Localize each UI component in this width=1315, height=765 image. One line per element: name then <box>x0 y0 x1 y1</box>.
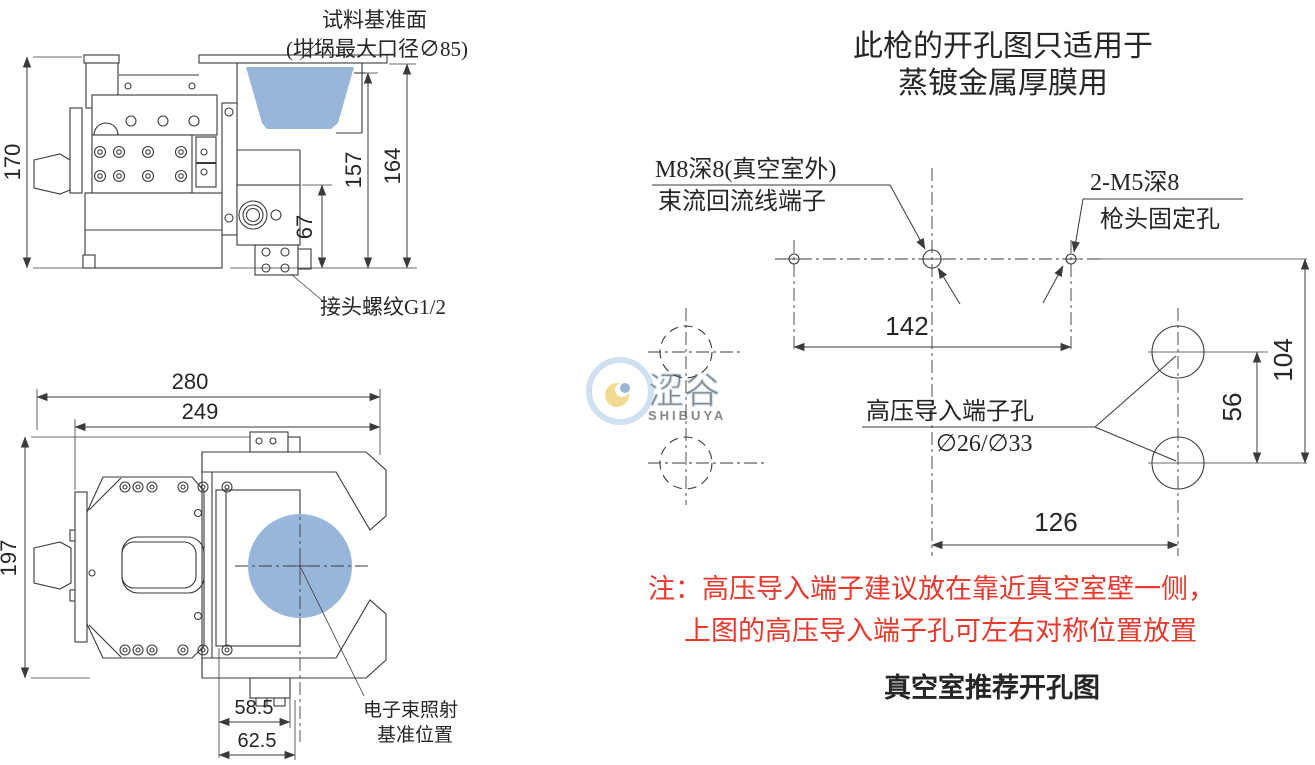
thread-label: 接头螺纹G1/2 <box>320 295 446 319</box>
hv-label-line2: ∅26/∅33 <box>936 431 1032 457</box>
dim-56: 56 <box>1217 393 1247 422</box>
nozzle-cone-top <box>33 541 72 590</box>
chart-caption: 真空室推荐开孔图 <box>884 672 1100 703</box>
hv-holes <box>1148 308 1307 556</box>
crucible-diameter-label: (坩埚最大口径∅85) <box>286 37 468 61</box>
note-line1: 注：高压导入端子建议放在靠近真空室壁一侧， <box>648 574 1215 604</box>
datum-plane-label: 试料基准面 <box>322 8 427 32</box>
hole-chart-dimensions: 142 104 56 126 <box>793 258 1310 550</box>
m8-terminal-hole <box>918 249 946 269</box>
hv-label: 高压导入端子孔 ∅26/∅33 <box>862 355 1177 462</box>
nozzle-cone <box>33 153 71 195</box>
datum-leader-line <box>299 37 323 61</box>
top-view-screws <box>119 481 233 656</box>
m5-label-line2: 枪头固定孔 <box>1100 206 1220 233</box>
thread-leader-line <box>290 273 325 303</box>
beam-position-label-1: 电子束照射 <box>363 699 458 721</box>
top-view-dimensions: 280 249 197 58.5 62.5 <box>0 369 381 760</box>
watermark-cjk-text: 涩谷 <box>648 371 720 411</box>
clamp-bracket <box>201 431 387 707</box>
dim-157: 157 <box>341 152 366 189</box>
dim-170: 170 <box>0 144 25 181</box>
dim-249: 249 <box>182 399 219 424</box>
side-view-labels: 试料基准面 (坩埚最大口径∅85) 接头螺纹G1/2 <box>286 8 468 319</box>
dim-67: 67 <box>292 215 317 239</box>
side-view: 170 67 157 164 试料基准面 (坩埚最大口径∅85) 接头螺纹G1/… <box>0 8 468 319</box>
side-view-body <box>33 54 388 276</box>
top-view: 280 249 197 58.5 62.5 电子束照射 基准位置 <box>0 369 458 760</box>
hv-label-line1: 高压导入端子孔 <box>866 398 1034 425</box>
note: 注：高压导入端子建议放在靠近真空室壁一侧， 上图的高压导入端子孔可左右对称位置放… <box>648 574 1215 646</box>
hole-chart: 此枪的开孔图只适用于 蒸镀金属厚膜用 M8深8(真空室外) 束流回流线端子 <box>648 30 1310 703</box>
chart-title-line1: 此枪的开孔图只适用于 <box>853 30 1153 63</box>
top-view-labels: 电子束照射 基准位置 <box>300 567 458 746</box>
dim-62-5: 62.5 <box>238 730 277 752</box>
crucible-section <box>246 67 354 129</box>
hv-holes-alternate <box>648 308 765 505</box>
top-view-body <box>33 431 387 742</box>
m8-label-line2: 束流回流线端子 <box>658 188 826 215</box>
beam-position-label-2: 基准位置 <box>377 724 453 746</box>
dim-164: 164 <box>380 148 405 185</box>
dim-142: 142 <box>885 311 928 341</box>
m8-label: M8深8(真空室外) 束流回流线端子 <box>652 156 961 305</box>
m5-label: 2-M5深8 枪头固定孔 <box>1042 169 1243 304</box>
logo-ring-icon <box>586 357 654 425</box>
beam-leader-line <box>300 567 365 697</box>
dim-126: 126 <box>1034 507 1077 537</box>
m8-label-line1: M8深8(真空室外) <box>655 156 836 183</box>
dim-280: 280 <box>172 369 209 394</box>
side-view-dimensions: 170 67 157 164 <box>0 56 417 269</box>
g12-connector-block <box>254 244 312 276</box>
screw-plate-screws <box>93 145 188 183</box>
note-line2: 上图的高压导入端子孔可左右对称位置放置 <box>684 616 1197 646</box>
dim-104: 104 <box>1268 338 1298 381</box>
dim-197: 197 <box>0 540 21 577</box>
dim-58-5: 58.5 <box>235 697 274 719</box>
chart-title-line2: 蒸镀金属厚膜用 <box>898 67 1108 100</box>
watermark-brand-text: SHIBUYA <box>648 408 726 423</box>
m5-fixing-holes <box>785 253 1080 265</box>
m5-label-line1: 2-M5深8 <box>1090 169 1179 196</box>
